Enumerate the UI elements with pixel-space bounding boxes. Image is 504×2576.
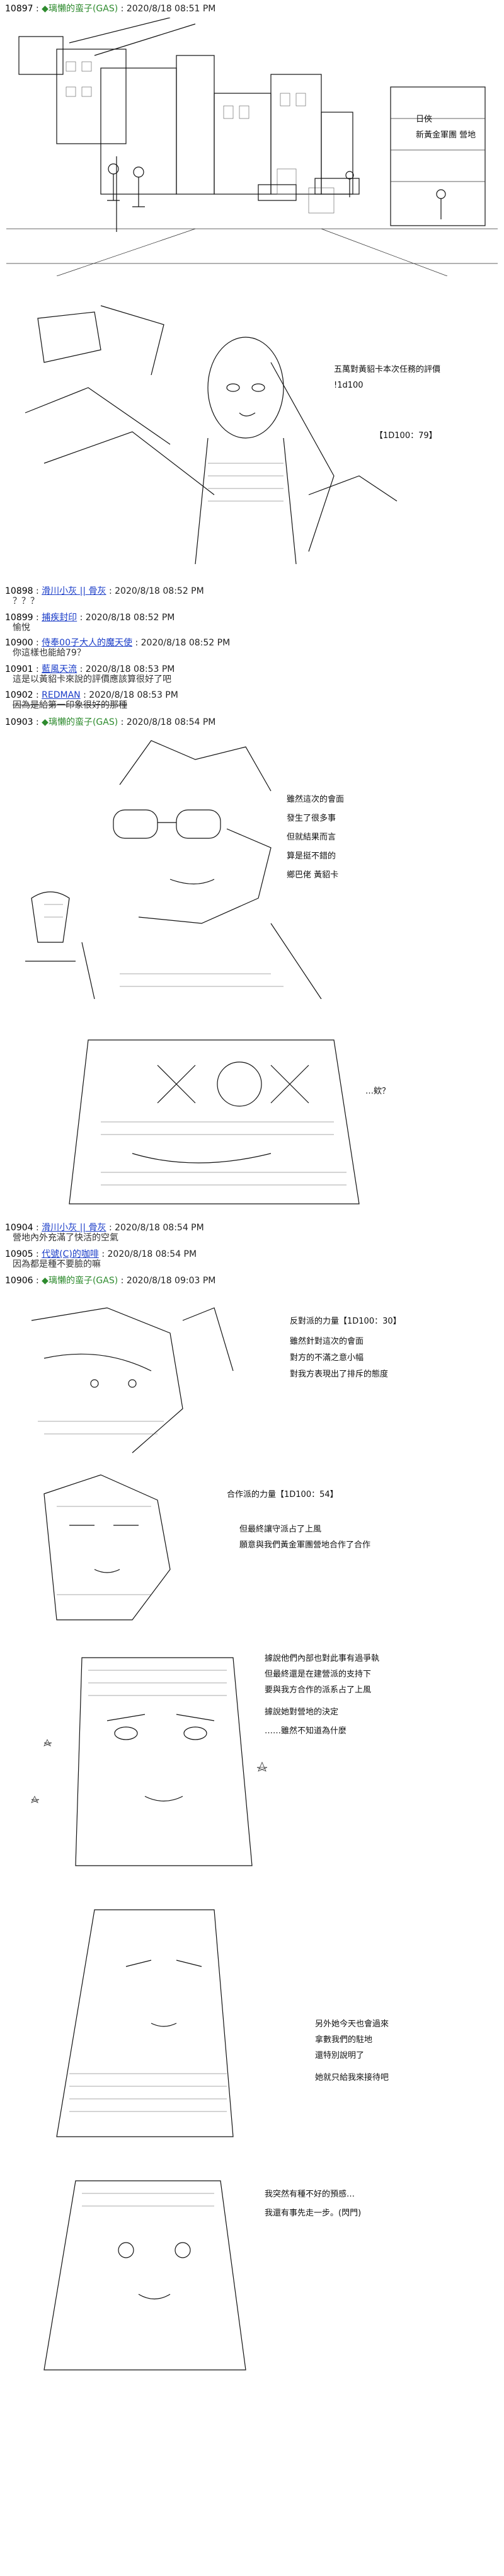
caption-coop-dice: 合作派的力量【1D100：54】 <box>227 1490 338 1499</box>
caption-premonition-1: 我突然有種不好的預感… <box>265 2190 355 2199</box>
post-header: 10897 : ◆璃懶的蛮子(GAS) : 2020/8/18 08:51 PM <box>5 4 216 14</box>
post-author-link[interactable]: 滑川小灰 || 骨灰 <box>42 1223 106 1233</box>
caption-dispute-5: ……雖然不知道為什麼 <box>265 1726 347 1736</box>
caption-opposition-dice: 反對派的力量【1D100：30】 <box>290 1317 401 1326</box>
post-date: 2020/8/18 08:52 PM <box>115 586 204 596</box>
post-author: ◆璃懶的蛮子(GAS) <box>42 1276 118 1286</box>
caption-opposition-2: 對方的不滿之意小幅 <box>290 1353 364 1363</box>
caption-visit-3: 還特別說明了 <box>315 2051 365 2060</box>
caption-location-line2: 新黃金軍團 營地 <box>416 130 476 140</box>
caption-dispute-1: 據說他們內部也對此事有過爭執 <box>265 1654 380 1663</box>
post-10897: 10897 : ◆璃懶的蛮子(GAS) : 2020/8/18 08:51 PM <box>5 4 215 14</box>
post-number: 10904 <box>5 1223 33 1233</box>
post-10906: 10906 : ◆璃懶的蛮子(GAS) : 2020/8/18 09:03 PM <box>5 1276 216 1286</box>
glasses-character-art <box>25 740 322 999</box>
post-author-link[interactable]: 侍奉00子大人的魔天使 <box>42 638 132 648</box>
post-author-link[interactable]: 藍風天流 <box>42 664 77 674</box>
post-10901: 10901 : 藍風天流 : 2020/8/18 08:53 PM 這是以黃貂卡… <box>5 664 175 684</box>
post-number: 10905 <box>5 1249 33 1259</box>
post-body: 營地內外充滿了快活的空氣 <box>13 1233 118 1243</box>
evaluation-art <box>25 305 398 565</box>
caption-meeting-1: 雖然這次的會面 <box>287 795 345 804</box>
post-date: 2020/8/18 08:54 PM <box>107 1249 197 1259</box>
post-body: 你這樣也能給79？ <box>13 648 86 658</box>
post-number: 10897 <box>5 4 33 14</box>
post-10903: 10903 : ◆璃懶的蛮子(GAS) : 2020/8/18 08:54 PM <box>5 717 216 727</box>
post-author-link[interactable]: 滑川小灰 || 骨灰 <box>42 586 106 596</box>
panel-visit: 另外她今天也會過來 拿數我們的駐地 還特別說明了 她就只給我來接待吧 <box>6 1897 498 2149</box>
panel-cooperation: 合作派的力量【1D100：54】 但最終讓守派占了上風 願意與我們黃金軍團營地合… <box>6 1469 498 1632</box>
caption-dispute-2: 但最終還是在建營派的支持下 <box>265 1670 372 1679</box>
post-date: 2020/8/18 09:03 PM <box>126 1276 216 1286</box>
post-date: 2020/8/18 08:53 PM <box>89 690 178 700</box>
post-number: 10899 <box>5 613 33 623</box>
post-10904: 10904 : 滑川小灰 || 骨灰 : 2020/8/18 08:54 PM … <box>5 1223 204 1243</box>
post-author: ◆璃懶的蛮子(GAS) <box>42 4 118 14</box>
caption-location-line1: 日俠 <box>416 115 433 124</box>
caption-surprised: …欸？ <box>365 1087 391 1096</box>
post-date: 2020/8/18 08:52 PM <box>140 638 231 648</box>
premonition-art <box>43 2180 246 2371</box>
post-number: 10902 <box>5 690 33 700</box>
post-author-link[interactable]: REDMAN <box>42 690 81 700</box>
caption-opposition-1: 雖然針對這次的會面 <box>290 1337 364 1346</box>
post-date: 2020/8/18 08:54 PM <box>126 717 216 727</box>
caption-visit-2: 拿數我們的駐地 <box>315 2035 373 2045</box>
post-10900: 10900 : 侍奉00子大人的魔天使 : 2020/8/18 08:52 PM… <box>5 638 231 658</box>
caption-eval-title: 五萬對黃貂卡本次任務的評價 <box>334 365 441 374</box>
post-number: 10898 <box>5 586 33 596</box>
post-body: 愉悅 <box>13 623 30 633</box>
post-author-link[interactable]: 捕疾封印 <box>42 613 77 623</box>
post-10899: 10899 : 捕疾封印 : 2020/8/18 08:52 PM 愉悅 <box>5 613 175 633</box>
caption-eval-dice: !1d100 <box>334 381 364 390</box>
caption-meeting-5: 鄉巴佬 黃貂卡 <box>287 870 339 880</box>
post-10898: 10898 : 滑川小灰 || 骨灰 : 2020/8/18 08:52 PM … <box>5 586 204 606</box>
post-author: ◆璃懶的蛮子(GAS) <box>42 717 118 727</box>
caption-meeting-4: 算是挺不錯的 <box>287 852 336 861</box>
opposition-art <box>31 1307 234 1453</box>
caption-meeting-3: 但就結果而言 <box>287 833 336 842</box>
post-date: 2020/8/18 08:51 PM <box>126 4 216 14</box>
caption-premonition-2: 我還有事先走一步。(閃門) <box>265 2209 362 2218</box>
caption-coop-2: 願意與我們黃金軍團營地合作了合作 <box>239 1540 371 1550</box>
post-date: 2020/8/18 08:52 PM <box>85 613 175 623</box>
post-number: 10900 <box>5 638 33 648</box>
caption-dispute-4: 據說她對營地的決定 <box>265 1707 339 1717</box>
post-number: 10906 <box>5 1276 33 1286</box>
panel-sparkle-character: 據說他們內部也對此事有過爭執 但最終還是在建營派的支持下 要與我方合作的派系占了… <box>6 1645 498 1878</box>
sparkle-character-art <box>31 1657 268 1866</box>
caption-opposition-3: 對我方表現出了排斥的態度 <box>290 1370 389 1379</box>
panel-premonition: 我突然有種不好的預感… 我還有事先走一步。(閃門) <box>6 2168 498 2376</box>
street-scene-art <box>6 18 498 276</box>
panel-glasses-character: 雖然這次的會面 發生了很多事 但就結果而言 算是挺不錯的 鄉巴佬 黃貂卡 <box>6 734 498 999</box>
caption-meeting-2: 發生了很多事 <box>287 814 336 823</box>
post-10902: 10902 : REDMAN : 2020/8/18 08:53 PM 因為是給… <box>5 690 178 710</box>
post-body: 因為都是種不要臉的嘛 <box>13 1259 101 1269</box>
post-number: 10903 <box>5 717 33 727</box>
panel-surprised-character: …欸？ <box>6 1021 498 1216</box>
caption-visit-4: 她就只給我來接待吧 <box>315 2073 389 2082</box>
post-body: 因為是給第一印象很好的那種 <box>13 700 127 710</box>
caption-coop-1: 但最終讓守派占了上風 <box>239 1525 322 1534</box>
caption-eval-result: 【1D100：79】 <box>375 431 437 441</box>
post-date: 2020/8/18 08:53 PM <box>85 664 175 674</box>
visit-art <box>56 1909 234 2137</box>
panel-street-scene: 日俠 新黃金軍團 營地 <box>6 18 498 276</box>
post-date: 2020/8/18 08:54 PM <box>115 1223 204 1233</box>
post-body: ？？？ <box>13 596 39 606</box>
caption-visit-1: 另外她今天也會過來 <box>315 2019 389 2029</box>
post-number: 10901 <box>5 664 33 674</box>
post-body: 這是以黃貂卡來說的評價應該算很好了吧 <box>13 674 171 684</box>
post-10905: 10905 : 代號(C)的咖啡 : 2020/8/18 08:54 PM 因為… <box>5 1249 197 1269</box>
caption-dispute-3: 要與我方合作的派系占了上風 <box>265 1685 372 1695</box>
cooperation-art <box>43 1474 171 1620</box>
post-author-link[interactable]: 代號(C)的咖啡 <box>42 1249 99 1259</box>
panel-opposition: 反對派的力量【1D100：30】 雖然針對這次的會面 對方的不滿之意小幅 對我方… <box>6 1295 498 1459</box>
panel-evaluation: 五萬對黃貂卡本次任務的評價 !1d100 【1D100：79】 <box>6 287 498 577</box>
surprised-character-art <box>69 1039 360 1204</box>
